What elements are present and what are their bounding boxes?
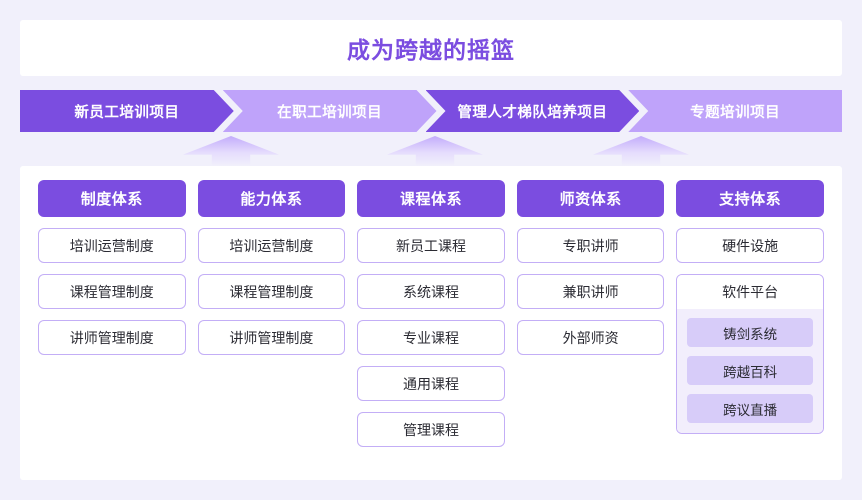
list-item[interactable]: 新员工课程 xyxy=(357,228,505,263)
column-support-system: 支持体系 硬件设施 软件平台 铸剑系统 跨越百科 跨议直播 xyxy=(676,180,824,447)
column-header-5[interactable]: 支持体系 xyxy=(676,180,824,217)
process-step-3[interactable]: 管理人才梯队培养项目 xyxy=(426,90,640,132)
list-item[interactable]: 系统课程 xyxy=(357,274,505,309)
list-item[interactable]: 培训运营制度 xyxy=(197,228,346,263)
process-step-4[interactable]: 专题培训项目 xyxy=(628,90,842,132)
list-item[interactable]: 讲师管理制度 xyxy=(38,320,186,355)
process-step-3-label: 管理人才梯队培养项目 xyxy=(457,104,608,121)
process-step-1[interactable]: 新员工培训项目 xyxy=(20,90,234,132)
list-item[interactable]: 讲师管理制度 xyxy=(197,320,346,355)
list-item[interactable]: 专职讲师 xyxy=(516,228,665,263)
list-item[interactable]: 管理课程 xyxy=(357,412,505,447)
process-step-1-label: 新员工培训项目 xyxy=(74,104,180,121)
column-header-4[interactable]: 师资体系 xyxy=(516,180,665,217)
software-platform-group: 软件平台 铸剑系统 跨越百科 跨议直播 xyxy=(676,274,824,434)
list-item[interactable]: 跨议直播 xyxy=(687,394,813,423)
list-item[interactable]: 专业课程 xyxy=(357,320,505,355)
list-item[interactable]: 铸剑系统 xyxy=(687,318,813,347)
process-band: 新员工培训项目 在职工培训项目 管理人才梯队培养项目 专题培训项目 xyxy=(20,90,842,132)
page-title: 成为跨越的摇篮 xyxy=(347,37,515,63)
list-item[interactable]: 跨越百科 xyxy=(687,356,813,385)
list-item[interactable]: 外部师资 xyxy=(516,320,665,355)
column-header-1[interactable]: 制度体系 xyxy=(38,180,186,217)
process-step-4-label: 专题培训项目 xyxy=(690,104,781,121)
list-item[interactable]: 通用课程 xyxy=(357,366,505,401)
list-item[interactable]: 培训运营制度 xyxy=(38,228,186,263)
column-header-2[interactable]: 能力体系 xyxy=(197,180,346,217)
systems-grid: 制度体系 培训运营制度 课程管理制度 讲师管理制度 能力体系 培训运营制度 课程… xyxy=(38,180,824,447)
software-platform-title: 软件平台 xyxy=(677,275,823,309)
column-institution-system: 制度体系 培训运营制度 课程管理制度 讲师管理制度 xyxy=(38,180,186,447)
up-arrow-icon xyxy=(593,136,689,166)
software-platform-body: 铸剑系统 跨越百科 跨议直播 xyxy=(677,309,823,433)
column-course-system: 课程体系 新员工课程 系统课程 专业课程 通用课程 管理课程 xyxy=(357,180,505,447)
list-item[interactable]: 硬件设施 xyxy=(676,228,824,263)
list-item[interactable]: 兼职讲师 xyxy=(516,274,665,309)
process-step-2-label: 在职工培训项目 xyxy=(277,104,383,121)
process-step-2[interactable]: 在职工培训项目 xyxy=(223,90,437,132)
title-card: 成为跨越的摇篮 xyxy=(20,20,842,76)
list-item[interactable]: 课程管理制度 xyxy=(38,274,186,309)
list-item[interactable]: 课程管理制度 xyxy=(197,274,346,309)
up-arrow-icon xyxy=(183,136,279,166)
column-header-3[interactable]: 课程体系 xyxy=(357,180,505,217)
column-faculty-system: 师资体系 专职讲师 兼职讲师 外部师资 xyxy=(516,180,665,447)
arrow-decorations xyxy=(20,132,842,166)
up-arrow-icon xyxy=(387,136,483,166)
systems-card: 制度体系 培训运营制度 课程管理制度 讲师管理制度 能力体系 培训运营制度 课程… xyxy=(20,166,842,480)
column-capability-system: 能力体系 培训运营制度 课程管理制度 讲师管理制度 xyxy=(197,180,346,447)
